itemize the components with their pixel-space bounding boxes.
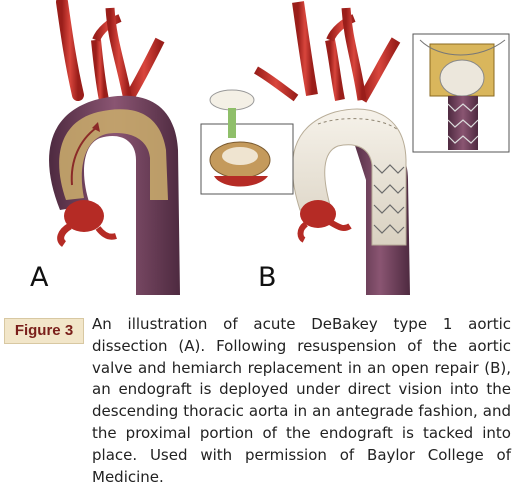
panel-label-b: B [258,262,277,293]
dissection-flap [59,109,168,200]
figure-number-badge: Figure 3 [4,318,84,344]
subclavian-artery [123,37,165,103]
carotid-artery [91,39,109,101]
panel-label-a: A [30,262,49,293]
panel-b-repair [253,1,410,295]
figure-caption: An illustration of acute DeBakey type 1 … [92,315,511,486]
brachiocephalic-artery [56,0,84,101]
inset-valve [200,89,294,195]
aortic-root [64,200,104,232]
figure-illustration [49,0,510,295]
panel-a-aorta [49,0,181,295]
graft-hemiarch [291,108,407,246]
inset-graft-tacking [412,33,510,153]
endograft-stent [373,164,405,234]
